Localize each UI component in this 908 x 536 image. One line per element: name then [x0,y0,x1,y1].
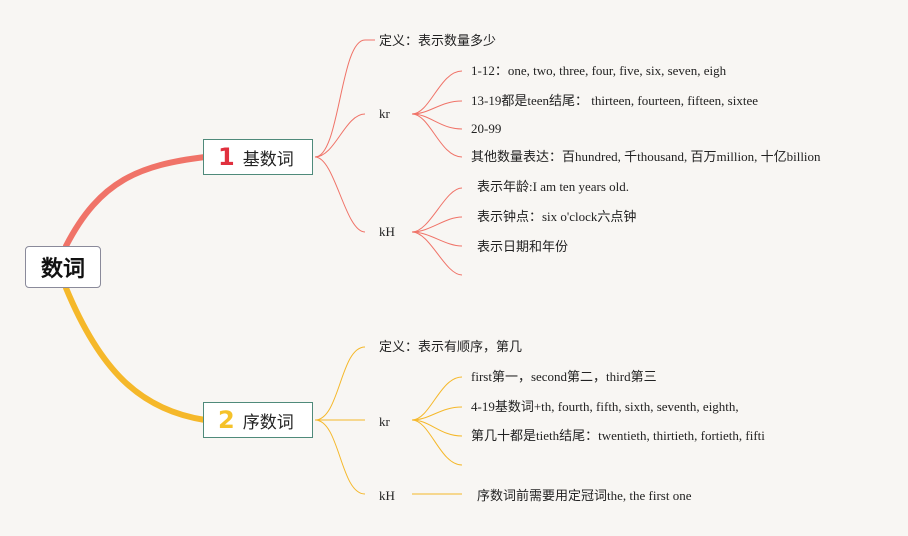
cardinal-kr-item[interactable]: 1-12：one, two, three, four, five, six, s… [471,63,727,78]
branch-ordinal-label: 序数词 [242,412,294,433]
branch-cardinal-label: 基数词 [242,149,294,170]
cardinal-kr-item[interactable]: 13-19都是teen结尾： thirteen, fourteen, fifte… [471,93,758,108]
ordinal-kr-label[interactable]: kr [379,414,390,429]
ordinal-definition[interactable]: 定义：表示有顺序，第几 [379,339,523,354]
branch2-main-connector [63,285,208,423]
cardinal-kr-item[interactable]: 20-99 [471,121,502,136]
ordinal-kh-label[interactable]: kH [379,488,395,503]
number-two-icon: 2 [218,406,235,434]
cardinal-kh-item[interactable]: 表示年龄:I am ten years old. [477,179,629,194]
branch-cardinal-numbers[interactable]: 1 基数词 [203,139,313,175]
branch-ordinal-numbers[interactable]: 2 序数词 [203,402,313,438]
cardinal-kr-item[interactable]: 其他数量表达：百hundred, 千thousand, 百万million, 十… [471,149,821,164]
ordinal-kr-item[interactable]: first第一，second第二，third第三 [471,369,657,384]
branch1-main-connector [63,154,208,249]
cardinal-kh-item[interactable]: 表示日期和年份 [477,239,569,254]
number-one-icon: 1 [218,143,235,171]
cardinal-kr-label[interactable]: kr [379,106,390,121]
ordinal-kh-item[interactable]: 序数词前需要用定冠词the, the first one [477,488,692,503]
cardinal-kh-item[interactable]: 表示钟点：six o'clock六点钟 [477,209,637,224]
ordinal-kr-item[interactable]: 第几十都是tieth结尾：twentieth, thirtieth, forti… [471,428,765,443]
root-node[interactable]: 数词 [25,246,101,288]
cardinal-kh-label[interactable]: kH [379,224,395,239]
cardinal-definition[interactable]: 定义：表示数量多少 [379,33,497,48]
ordinal-kr-item[interactable]: 4-19基数词+th, fourth, fifth, sixth, sevent… [471,399,739,414]
